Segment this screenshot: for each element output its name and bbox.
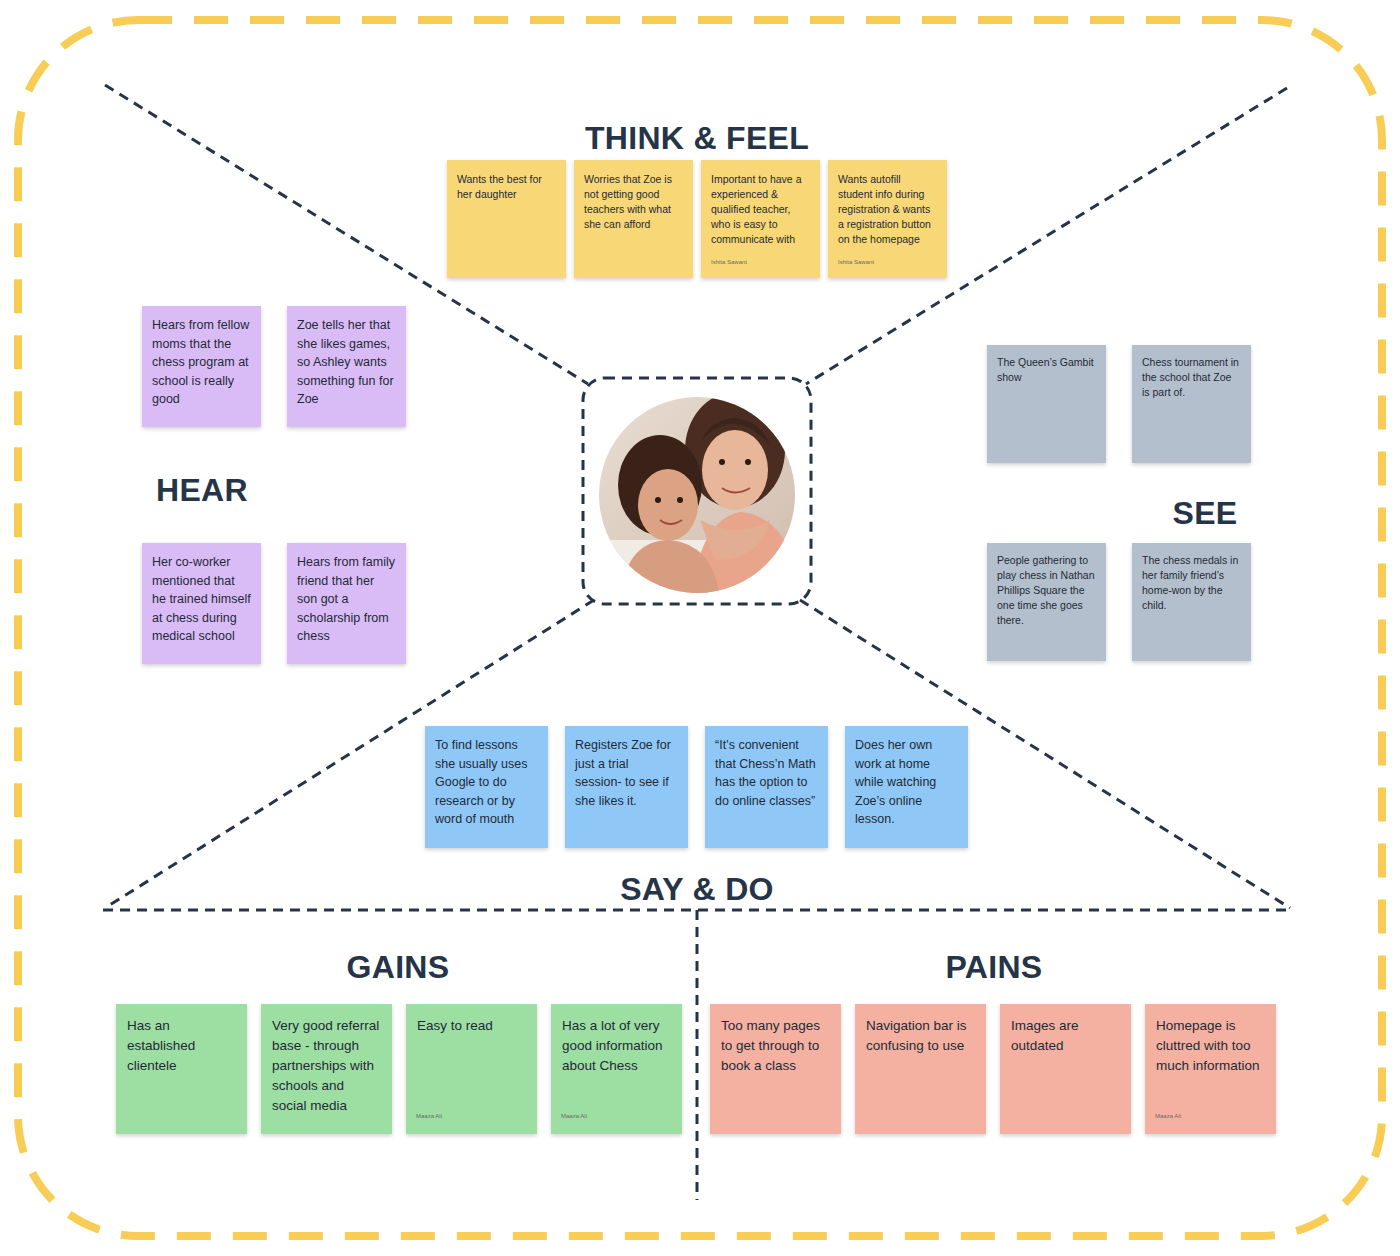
note-text: “It’s convenient that Chess’n Math has t…: [715, 736, 818, 810]
section-heading: THINK & FEEL: [585, 120, 809, 157]
note-text: The chess medals in her family friend’s …: [1142, 553, 1241, 613]
note-text: Important to have a experienced & qualif…: [711, 172, 810, 247]
section-heading: SAY & DO: [620, 871, 774, 908]
sticky-note: Navigation bar is confusing to use: [855, 1004, 986, 1134]
sticky-note: Too many pages to get through to book a …: [710, 1004, 841, 1134]
note-text: Too many pages to get through to book a …: [721, 1016, 830, 1076]
sticky-note: To find lessons she usually uses Google …: [425, 726, 548, 848]
sticky-note: Very good referral base - through partne…: [261, 1004, 392, 1134]
outer-frame: [18, 20, 1382, 1236]
sticky-note: Her co-worker mentioned that he trained …: [142, 543, 261, 664]
note-text: The Queen’s Gambit show: [997, 355, 1096, 385]
sticky-note: Zoe tells her that she likes games, so A…: [287, 306, 406, 427]
note-text: Wants autofill student info during regis…: [838, 172, 937, 247]
sticky-note: Registers Zoe for just a trial session- …: [565, 726, 688, 848]
sticky-note: People gathering to play chess in Nathan…: [987, 543, 1106, 661]
note-text: Navigation bar is confusing to use: [866, 1016, 975, 1056]
note-text: Has a lot of very good information about…: [562, 1016, 671, 1076]
sticky-note: Has a lot of very good information about…: [551, 1004, 682, 1134]
note-text: Homepage is cluttred with too much infor…: [1156, 1016, 1265, 1076]
note-text: Her co-worker mentioned that he trained …: [152, 553, 251, 646]
section-heading: PAINS: [946, 949, 1043, 986]
note-text: Registers Zoe for just a trial session- …: [575, 736, 678, 810]
sticky-note: Chess tournament in the school that Zoe …: [1132, 345, 1251, 463]
author-name: Maaza Ali: [416, 1106, 442, 1126]
note-text: Chess tournament in the school that Zoe …: [1142, 355, 1241, 400]
sticky-note: Important to have a experienced & qualif…: [701, 160, 820, 278]
note-text: Very good referral base - through partne…: [272, 1016, 381, 1116]
sticky-note: Worries that Zoe is not getting good tea…: [574, 160, 693, 278]
divider-lines: [103, 85, 1290, 1200]
author-name: Ishita Sawant: [838, 255, 874, 270]
persona-photo: [595, 392, 805, 600]
note-text: Images are outdated: [1011, 1016, 1120, 1056]
note-text: Easy to read: [417, 1016, 526, 1036]
author-name: Ishita Sawant: [711, 255, 747, 270]
note-text: Zoe tells her that she likes games, so A…: [297, 316, 396, 409]
sticky-note: “It’s convenient that Chess’n Math has t…: [705, 726, 828, 848]
note-text: People gathering to play chess in Nathan…: [997, 553, 1096, 628]
note-text: Wants the best for her daughter: [457, 172, 556, 202]
author-name: Maaza Ali: [1155, 1106, 1181, 1126]
note-text: Hears from fellow moms that the chess pr…: [152, 316, 251, 409]
sticky-note: Images are outdated: [1000, 1004, 1131, 1134]
sticky-note: Does her own work at home while watching…: [845, 726, 968, 848]
section-heading: SEE: [1173, 495, 1238, 532]
sticky-note: Hears from fellow moms that the chess pr…: [142, 306, 261, 427]
author-name: Maaza Ali: [561, 1106, 587, 1126]
note-text: Worries that Zoe is not getting good tea…: [584, 172, 683, 232]
sticky-note: Hears from family friend that her son go…: [287, 543, 406, 664]
section-heading: HEAR: [156, 472, 248, 509]
sticky-note: Wants the best for her daughter: [447, 160, 566, 278]
sticky-note: The chess medals in her family friend’s …: [1132, 543, 1251, 661]
note-text: Hears from family friend that her son go…: [297, 553, 396, 646]
note-text: To find lessons she usually uses Google …: [435, 736, 538, 829]
sticky-note: Wants autofill student info during regis…: [828, 160, 947, 278]
sticky-note: Homepage is cluttred with too much infor…: [1145, 1004, 1276, 1134]
section-heading: GAINS: [347, 949, 450, 986]
sticky-note: Easy to readMaaza Ali: [406, 1004, 537, 1134]
note-text: Does her own work at home while watching…: [855, 736, 958, 829]
note-text: Has an established clientele: [127, 1016, 236, 1076]
sticky-note: Has an established clientele: [116, 1004, 247, 1134]
sticky-note: The Queen’s Gambit show: [987, 345, 1106, 463]
